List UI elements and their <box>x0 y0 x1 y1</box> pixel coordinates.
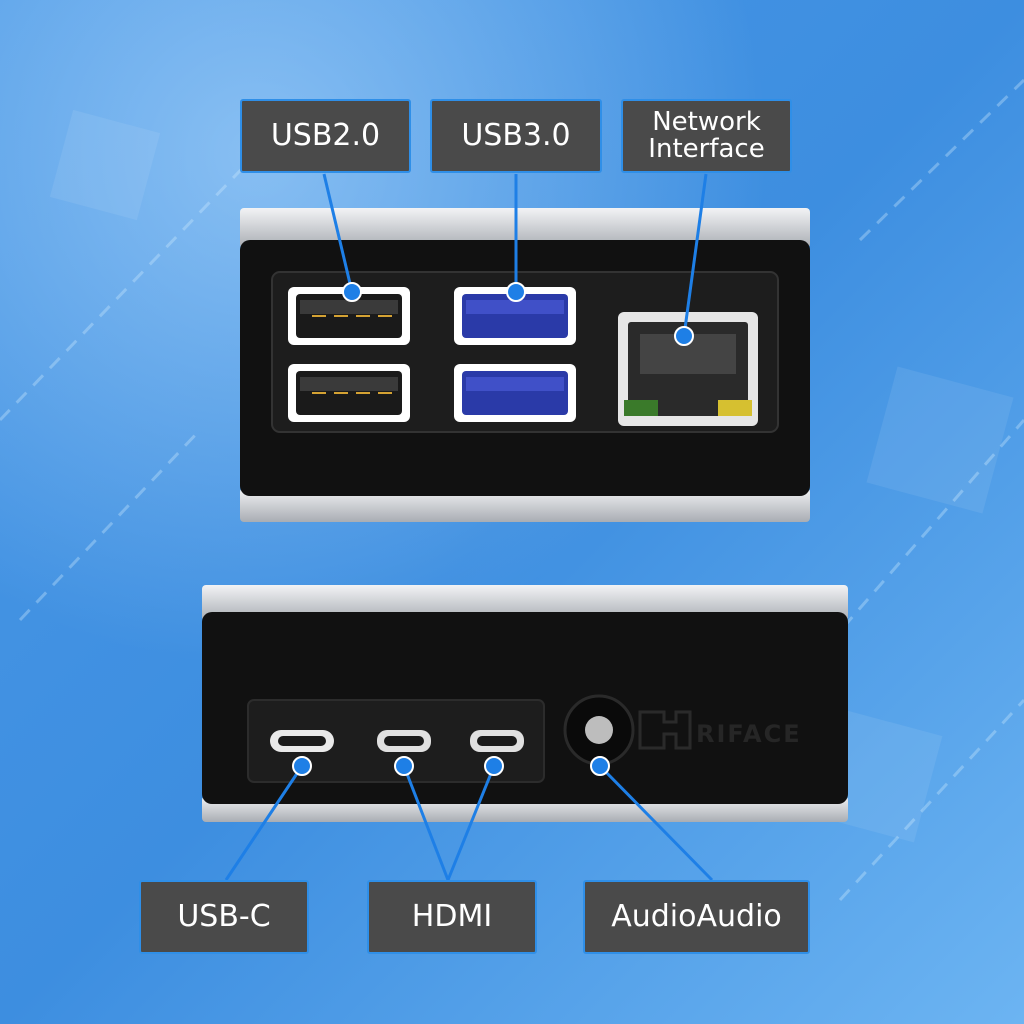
svg-text:RIFACE: RIFACE <box>696 720 802 748</box>
usb3-port-bottom <box>454 364 576 422</box>
usb3-label: USB3.0 <box>430 99 602 173</box>
network-interface-label: Network Interface <box>621 99 792 173</box>
micro-hdmi-port-2 <box>470 730 524 752</box>
ethernet-port <box>618 312 758 426</box>
audio-label: AudioAudio <box>583 880 810 954</box>
usb2-label-text: USB2.0 <box>270 118 381 154</box>
case-rear-view <box>240 208 810 522</box>
micro-hdmi-port-1 <box>377 730 431 752</box>
audio-jack <box>563 694 635 766</box>
case-bottom-frame <box>240 488 810 522</box>
usbc-label: USB-C <box>139 880 309 954</box>
usbc-port <box>270 730 334 752</box>
usb2-port-bottom <box>288 364 410 422</box>
usbc-label-text: USB-C <box>177 899 271 935</box>
hdmi-label: HDMI <box>367 880 537 954</box>
hdmi-label-text: HDMI <box>411 899 493 935</box>
network-interface-label-text: Network Interface <box>648 106 765 164</box>
case-side-view: RIFACE <box>202 585 848 822</box>
brand-logo: RIFACE <box>638 710 802 750</box>
callout-lines <box>224 173 714 882</box>
usb3-port-top <box>454 287 576 345</box>
case-top-frame <box>240 208 810 248</box>
callout-dots <box>292 282 694 776</box>
usb2-label: USB2.0 <box>240 99 411 173</box>
usb2-port-top <box>288 287 410 345</box>
usb3-label-text: USB3.0 <box>461 118 571 154</box>
audio-label-text: AudioAudio <box>611 899 782 935</box>
